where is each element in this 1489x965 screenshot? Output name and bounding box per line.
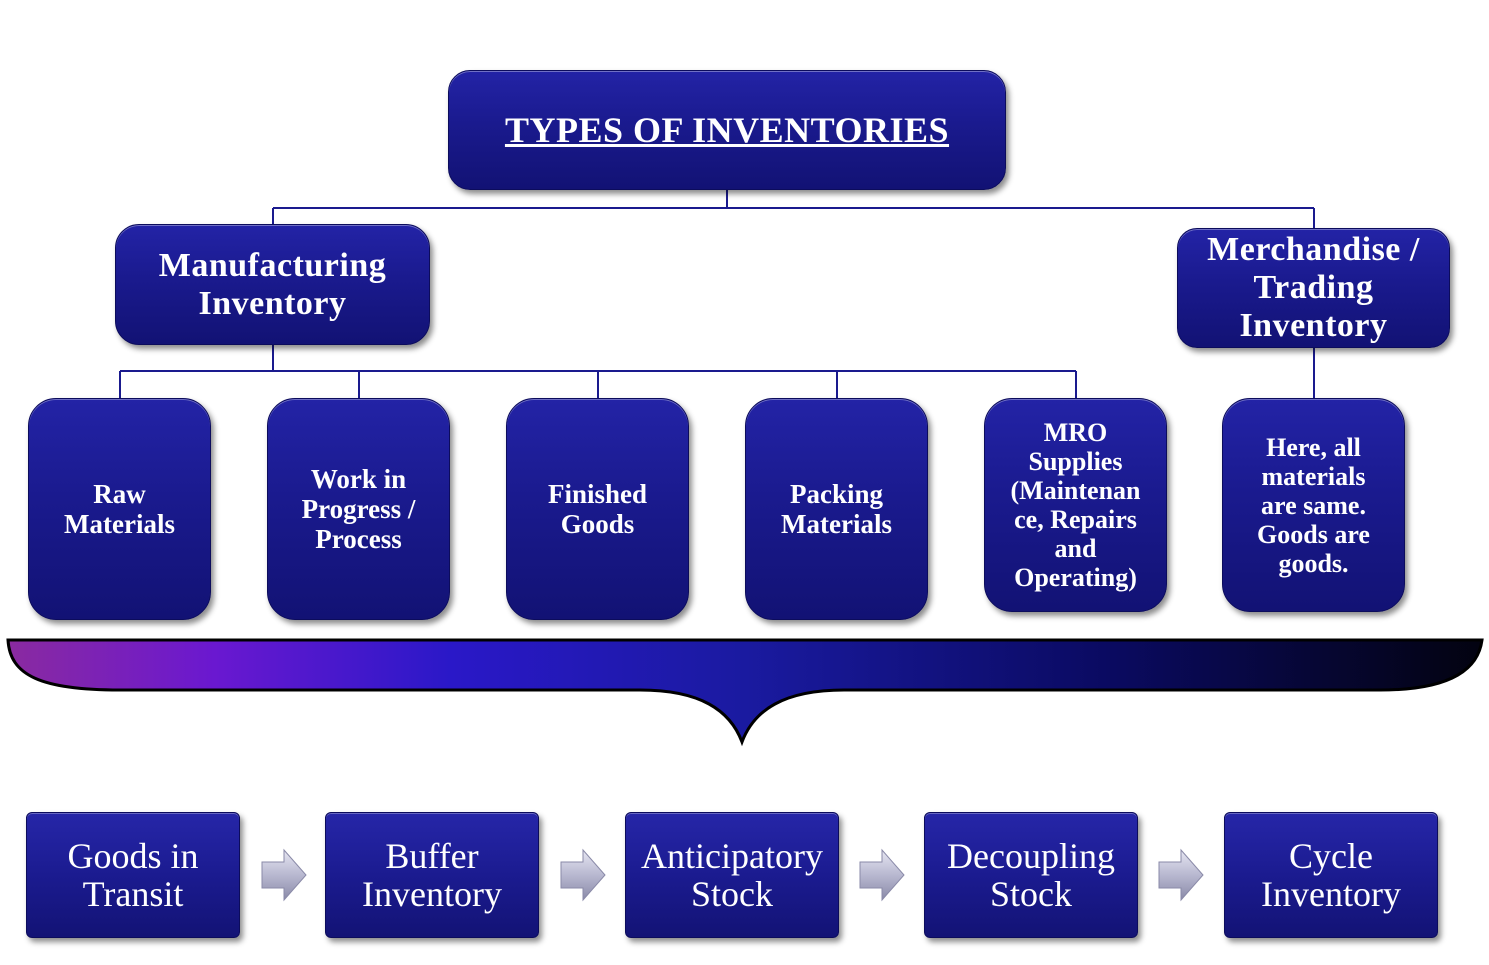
flow-arrows: [261, 848, 1204, 902]
type-label: MRO Supplies (Maintenan ce, Repairs and …: [1010, 418, 1141, 592]
flow-label: Anticipatory Stock: [641, 836, 823, 914]
connector-title-to-categories: [272, 190, 1315, 228]
merchandise-note-box: Here, all materials are same. Goods are …: [1222, 398, 1405, 612]
page-title: TYPES OF INVENTORIES: [504, 110, 950, 150]
flow-box-cycle-inventory: Cycle Inventory: [1224, 812, 1438, 938]
flow-label: Decoupling Stock: [947, 836, 1115, 914]
title-box: TYPES OF INVENTORIES: [448, 70, 1006, 190]
flow-label: Buffer Inventory: [362, 836, 502, 914]
type-box-packing-materials: Packing Materials: [745, 398, 928, 620]
type-box-mro-supplies: MRO Supplies (Maintenan ce, Repairs and …: [984, 398, 1167, 612]
flow-label: Cycle Inventory: [1261, 836, 1401, 914]
type-box-work-in-progress: Work in Progress / Process: [267, 398, 450, 620]
arrow-right-icon: [859, 848, 905, 902]
flow-label: Goods in Transit: [67, 836, 199, 914]
type-label: Raw Materials: [64, 479, 175, 539]
flow-box-buffer-inventory: Buffer Inventory: [325, 812, 539, 938]
merchandise-inventory-box: Merchandise / Trading Inventory: [1177, 228, 1450, 348]
connector-lines: [119, 190, 1315, 398]
merchandise-note: Here, all materials are same. Goods are …: [1257, 432, 1370, 578]
manufacturing-inventory-label: Manufacturing Inventory: [158, 246, 387, 322]
flow-box-anticipatory-stock: Anticipatory Stock: [625, 812, 839, 938]
type-label: Work in Progress / Process: [301, 464, 416, 554]
flow-box-goods-in-transit: Goods in Transit: [26, 812, 240, 938]
type-box-finished-goods: Finished Goods: [506, 398, 689, 620]
curly-brace: [6, 638, 1484, 747]
flow-box-decoupling-stock: Decoupling Stock: [924, 812, 1138, 938]
arrow-right-icon: [1158, 848, 1204, 902]
connector-manufacturing-to-types: [119, 345, 1077, 398]
type-label: Finished Goods: [547, 479, 648, 539]
type-box-raw-materials: Raw Materials: [28, 398, 211, 620]
arrow-right-icon: [261, 848, 307, 902]
arrow-right-icon: [560, 848, 606, 902]
manufacturing-inventory-box: Manufacturing Inventory: [115, 224, 430, 345]
type-label: Packing Materials: [781, 479, 892, 539]
merchandise-inventory-label: Merchandise / Trading Inventory: [1207, 231, 1420, 344]
